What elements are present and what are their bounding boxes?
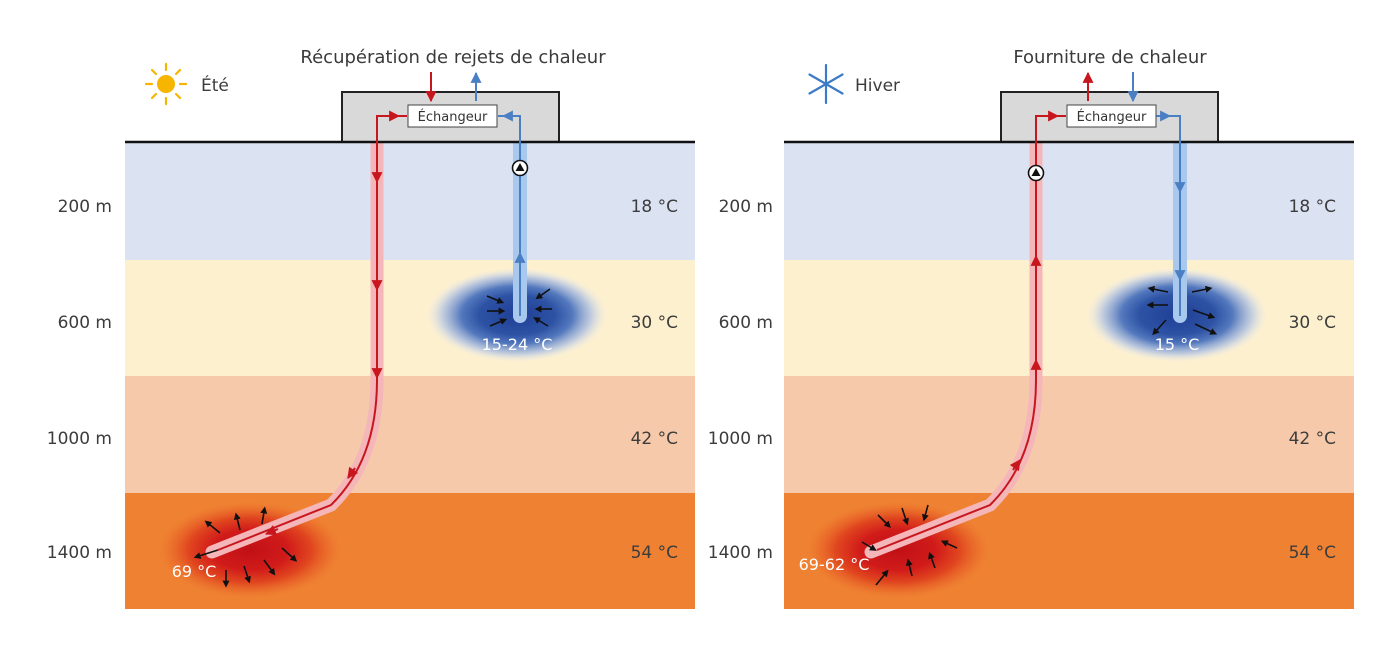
cold-zone-temperature-winter: 15 °C	[1155, 335, 1200, 354]
layer-temp-1-winter: 18 °C	[1289, 197, 1336, 217]
depth-label-1400-right: 1400 m	[708, 543, 773, 563]
sun-icon	[144, 62, 188, 106]
depth-label-600-right: 600 m	[719, 313, 773, 333]
hot-flow-line	[217, 115, 407, 551]
arrow-red-diag	[264, 525, 279, 536]
season-label-summer: Été	[201, 74, 229, 96]
depth-label-1000-right: 1000 m	[708, 429, 773, 449]
depth-axis-left: 200 m 600 m 1000 m 1400 m	[47, 197, 112, 563]
exchanger-label-winter: Échangeur	[1077, 109, 1147, 125]
layer-temp-1: 18 °C	[631, 197, 678, 217]
cold-zone-temperature: 15-24 °C	[482, 335, 553, 354]
winter-panel: Échangeur	[784, 47, 1354, 609]
layer-temp-4: 54 °C	[631, 543, 678, 563]
layer-3-winter	[784, 376, 1354, 493]
winter-exchanger: Échangeur	[1066, 104, 1157, 128]
depth-label-1400: 1400 m	[47, 543, 112, 563]
depth-label-200: 200 m	[58, 197, 112, 217]
layer-3	[125, 376, 695, 493]
summer-layer-temperatures: 18 °C 30 °C 42 °C 54 °C	[631, 197, 678, 563]
pump-icon-winter	[1027, 164, 1045, 182]
season-label-winter: Hiver	[855, 76, 900, 96]
layer-2-winter	[784, 260, 1354, 376]
depth-label-200-right: 200 m	[719, 197, 773, 217]
arrow-red-up-curve	[1009, 459, 1021, 472]
layer-temp-4-winter: 54 °C	[1289, 543, 1336, 563]
cold-zone-flow-arrows-winter	[1146, 285, 1218, 336]
layer-temp-2-winter: 30 °C	[1289, 313, 1336, 333]
snowflake-icon	[808, 63, 844, 105]
hot-zone-temperature-winter: 69-62 °C	[799, 555, 870, 574]
winter-title: Fourniture de chaleur	[1013, 47, 1207, 68]
hot-zone-flow-arrows	[193, 506, 298, 588]
sun-disc	[157, 75, 175, 93]
layer-1	[125, 142, 695, 260]
hot-zone-temperature: 69 °C	[172, 562, 217, 581]
summer-title: Récupération de rejets de chaleur	[300, 47, 606, 68]
pump-icon	[511, 159, 529, 177]
layer-1-winter	[784, 142, 1354, 260]
winter-layer-temperatures: 18 °C 30 °C 42 °C 54 °C	[1289, 197, 1336, 563]
depth-label-600: 600 m	[58, 313, 112, 333]
layer-temp-3: 42 °C	[631, 429, 678, 449]
layer-temp-2: 30 °C	[631, 313, 678, 333]
arrow-red-curve	[347, 466, 359, 479]
winter-flow-arrows	[1009, 110, 1186, 472]
depth-label-1000: 1000 m	[47, 429, 112, 449]
summer-flow-arrows	[264, 110, 526, 536]
layer-2	[125, 260, 695, 376]
hot-zone-flow-arrows-winter	[861, 504, 958, 586]
depth-axis-right: 200 m 600 m 1000 m 1400 m	[708, 197, 773, 563]
summer-panel: Échangeur	[125, 47, 695, 609]
summer-exchanger: Échangeur	[407, 104, 498, 128]
layer-temp-3-winter: 42 °C	[1289, 429, 1336, 449]
hot-flow-line-winter	[876, 115, 1066, 551]
cold-zone-flow-arrows	[486, 288, 552, 327]
exchanger-label: Échangeur	[418, 109, 488, 125]
